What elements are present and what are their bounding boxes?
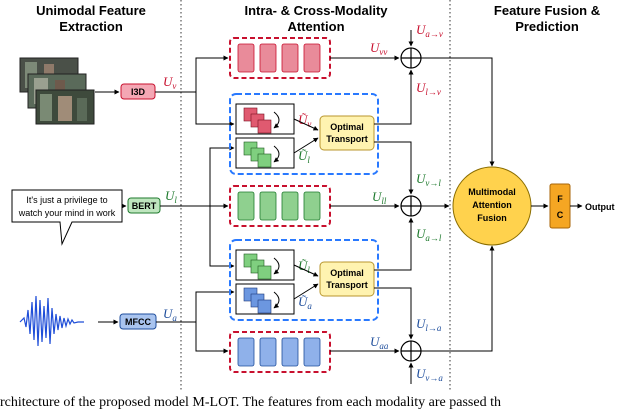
waveform-icon — [19, 295, 84, 347]
fc-module — [549, 183, 571, 229]
label-tilde-U-v: Ũv — [298, 112, 311, 129]
header-attention-line1: Intra- & Cross-Modality — [244, 3, 388, 18]
video-self-attention — [229, 37, 331, 79]
arrow-ot-la-to-audio — [374, 287, 414, 340]
language-self-attention — [229, 185, 331, 227]
label-U-a: Ua — [163, 306, 177, 323]
line-video-to-self-attn — [195, 55, 229, 92]
speech-bubble-icon — [11, 189, 123, 246]
header-extraction-line1: Unimodal Feature — [36, 3, 146, 18]
label-U-v-to-l: Uv→l — [416, 171, 441, 188]
oplus-icon-video — [400, 47, 422, 69]
line-language-to-cross-la — [209, 206, 235, 269]
arrow-tilde-v-to-ot — [293, 118, 319, 131]
label-U-ll: Ull — [372, 189, 387, 206]
ot-la-line2: Transport — [326, 280, 368, 290]
bert-label: BERT — [132, 201, 157, 211]
cross-attention-video-language — [229, 93, 379, 175]
label-U-a-to-v: Ua→v — [416, 22, 443, 39]
label-tilde-U-l-2: Ũl — [298, 258, 310, 275]
label-U-a-to-l: Ua→l — [416, 226, 442, 243]
label-U-l: Ul — [165, 188, 177, 205]
label-U-l-to-v: Ul→v — [416, 80, 441, 97]
output-label: Output — [585, 202, 615, 212]
label-U-l-to-a: Ul→a — [416, 316, 442, 333]
line-language-to-cross-vl — [209, 145, 235, 206]
video-frames-icon — [19, 57, 95, 125]
label-U-vv: Uvv — [370, 40, 387, 57]
oplus-icon-audio — [400, 340, 422, 362]
arrow-video-to-fusion — [421, 57, 495, 167]
label-tilde-U-l: Ũl — [298, 148, 310, 165]
arrow-tilde-l-to-ot — [293, 137, 319, 154]
line-audio-to-cross-la — [195, 289, 235, 322]
fusion-line2: Attention — [472, 200, 512, 210]
line-video-to-cross-vl — [195, 92, 235, 127]
arrow-tilde-l-to-ot-2 — [293, 264, 319, 277]
line-audio-to-self-attn — [195, 322, 229, 354]
header-extraction-line2: Extraction — [59, 19, 123, 34]
label-U-aa: Uaa — [370, 334, 389, 351]
cross-attention-language-audio — [229, 239, 379, 321]
ot-vl-line2: Transport — [326, 134, 368, 144]
ot-vl-line1: Optimal — [330, 122, 364, 132]
i3d-label: I3D — [131, 87, 146, 97]
label-tilde-U-a: Ũa — [298, 294, 312, 311]
mfcc-label: MFCC — [125, 317, 151, 327]
header-fusion-line1: Feature Fusion & — [494, 3, 600, 18]
arrow-ot-vl-to-language — [374, 141, 414, 195]
label-U-v-to-a: Uv→a — [416, 366, 443, 383]
header-attention-line2: Attention — [287, 19, 344, 34]
arrow-tilde-a-to-ot — [293, 283, 319, 300]
bubble-line1: It's just a privilege to — [26, 195, 107, 205]
audio-self-attention — [229, 331, 331, 373]
header-fusion-line2: Prediction — [515, 19, 579, 34]
arrow-audio-to-fusion — [421, 245, 495, 352]
fc-label-c: C — [557, 210, 564, 220]
label-U-v: Uv — [163, 74, 176, 91]
arrow-ot-vl-to-video — [374, 69, 414, 125]
figure-caption: rchitecture of the proposed model M-LOT.… — [0, 395, 501, 409]
arrow-ot-la-to-language — [374, 217, 414, 271]
fc-label-f: F — [557, 194, 563, 204]
bubble-line2: watch your mind in work — [18, 208, 116, 218]
fusion-line1: Multimodal — [468, 187, 516, 197]
fusion-line3: Fusion — [477, 213, 507, 223]
ot-la-line1: Optimal — [330, 268, 364, 278]
oplus-icon-language — [400, 195, 422, 217]
